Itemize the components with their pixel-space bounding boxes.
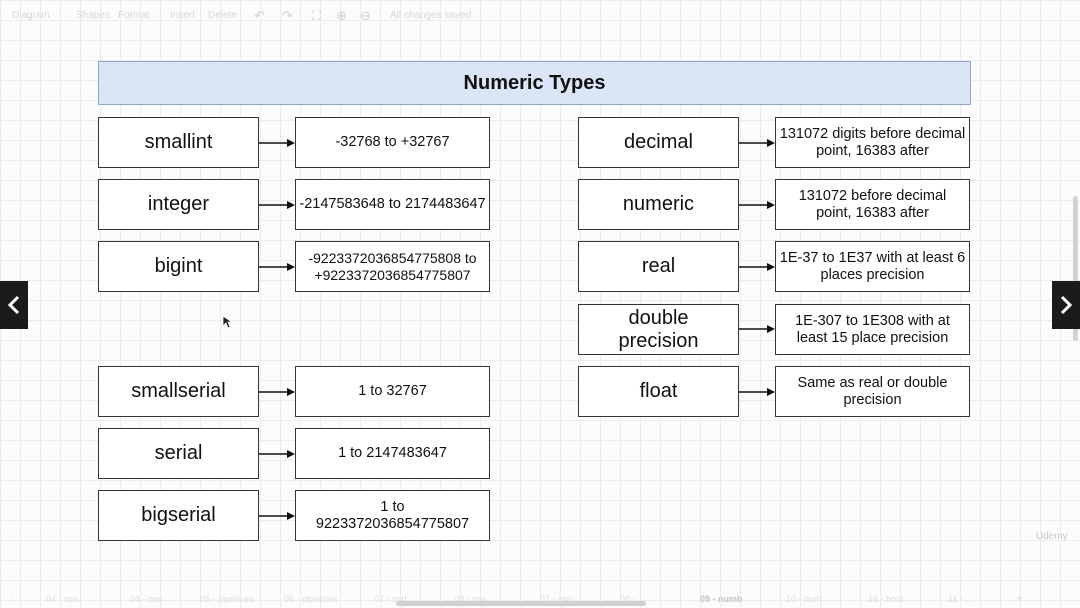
- chevron-left-icon: [7, 295, 20, 315]
- type-box-integer[interactable]: integer: [98, 179, 259, 230]
- arrow-connector: [739, 387, 775, 397]
- arrow-connector: [739, 138, 775, 148]
- range-box-decimal[interactable]: 131072 digits before decimal point, 1638…: [775, 117, 970, 168]
- zoom-out-icon[interactable]: ⊖: [360, 8, 371, 23]
- save-status: All changes saved: [390, 10, 472, 21]
- page-tab[interactable]: 04 - ops: [46, 594, 79, 604]
- page-tab-active[interactable]: 09 - numb: [700, 594, 743, 604]
- chevron-right-icon: [1060, 295, 1073, 315]
- type-box-bigserial[interactable]: bigserial: [98, 490, 259, 541]
- zoom-in-icon[interactable]: ⊕: [336, 8, 347, 23]
- range-box-serial[interactable]: 1 to 2147483647: [295, 428, 490, 479]
- mouse-cursor-icon: [222, 315, 234, 334]
- horizontal-scrollbar[interactable]: [396, 601, 646, 606]
- diagram-menu[interactable]: Diagram: [12, 10, 50, 21]
- type-box-decimal[interactable]: decimal: [578, 117, 739, 168]
- range-box-bigserial[interactable]: 1 to 9223372036854775807: [295, 490, 490, 541]
- page-tab[interactable]: 05 - pipelines: [200, 594, 254, 604]
- range-box-bigint[interactable]: -9223372036854775808 to +922337203685477…: [295, 241, 490, 292]
- undo-icon[interactable]: ↶: [254, 8, 265, 23]
- range-box-double-precision[interactable]: 1E-307 to 1E308 with at least 15 place p…: [775, 304, 970, 355]
- arrow-connector: [739, 262, 775, 272]
- shapes-menu[interactable]: Shapes: [76, 10, 110, 21]
- arrow-connector: [259, 138, 295, 148]
- page-tab[interactable]: 04 - ops: [130, 594, 163, 604]
- range-box-float[interactable]: Same as real or double precision: [775, 366, 970, 417]
- range-box-smallint[interactable]: -32768 to +32767: [295, 117, 490, 168]
- insert-menu[interactable]: Insert: [170, 10, 196, 21]
- arrow-connector: [259, 449, 295, 459]
- arrow-connector: [739, 324, 775, 334]
- toolbar: Diagram Shapes Format Insert Delete ↶ ↷ …: [0, 0, 1080, 30]
- type-box-bigint[interactable]: bigint: [98, 241, 259, 292]
- range-box-real[interactable]: 1E-37 to 1E37 with at least 6 places pre…: [775, 241, 970, 292]
- range-box-smallserial[interactable]: 1 to 32767: [295, 366, 490, 417]
- page-tabs-bar: ⋮ 04 - ops 04 - ops 05 - pipelines 06 - …: [0, 588, 1080, 608]
- type-box-smallserial[interactable]: smallserial: [98, 366, 259, 417]
- arrow-connector: [259, 200, 295, 210]
- next-slide-button[interactable]: [1052, 281, 1080, 329]
- arrow-connector: [259, 387, 295, 397]
- page-tab[interactable]: 08 - ...: [620, 594, 646, 604]
- page-tab[interactable]: 06 - pipelines: [284, 594, 338, 604]
- type-box-float[interactable]: float: [578, 366, 739, 417]
- page-tab[interactable]: 11 - ...: [948, 594, 973, 604]
- fit-icon[interactable]: ⛶: [312, 8, 322, 23]
- type-box-serial[interactable]: serial: [98, 428, 259, 479]
- udemy-watermark: Udemy: [1036, 531, 1068, 542]
- type-box-numeric[interactable]: numeric: [578, 179, 739, 230]
- page-tab[interactable]: 10 - num: [786, 594, 822, 604]
- page-menu-icon[interactable]: ⋮: [8, 594, 17, 604]
- plus-icon[interactable]: +: [1016, 591, 1024, 605]
- redo-icon[interactable]: ↷: [282, 8, 293, 23]
- vertical-scrollbar[interactable]: [1073, 196, 1078, 341]
- type-box-real[interactable]: real: [578, 241, 739, 292]
- previous-slide-button[interactable]: [0, 281, 28, 329]
- arrow-connector: [259, 511, 295, 521]
- arrow-connector: [259, 262, 295, 272]
- page-tab[interactable]: 07 - sort: [374, 594, 408, 604]
- type-box-double-precision[interactable]: double precision: [578, 304, 739, 355]
- diagram-title[interactable]: Numeric Types: [98, 61, 971, 105]
- delete-menu[interactable]: Delete: [208, 10, 237, 21]
- page-tab[interactable]: 07 - ops: [540, 594, 573, 604]
- page-tab[interactable]: 08 - ops: [454, 594, 487, 604]
- page-tab[interactable]: 16 - bool: [868, 594, 904, 604]
- format-menu[interactable]: Format: [118, 10, 150, 21]
- range-box-numeric[interactable]: 131072 before decimal point, 16383 after: [775, 179, 970, 230]
- arrow-connector: [739, 200, 775, 210]
- range-box-integer[interactable]: -2147583648 to 2174483647: [295, 179, 490, 230]
- type-box-smallint[interactable]: smallint: [98, 117, 259, 168]
